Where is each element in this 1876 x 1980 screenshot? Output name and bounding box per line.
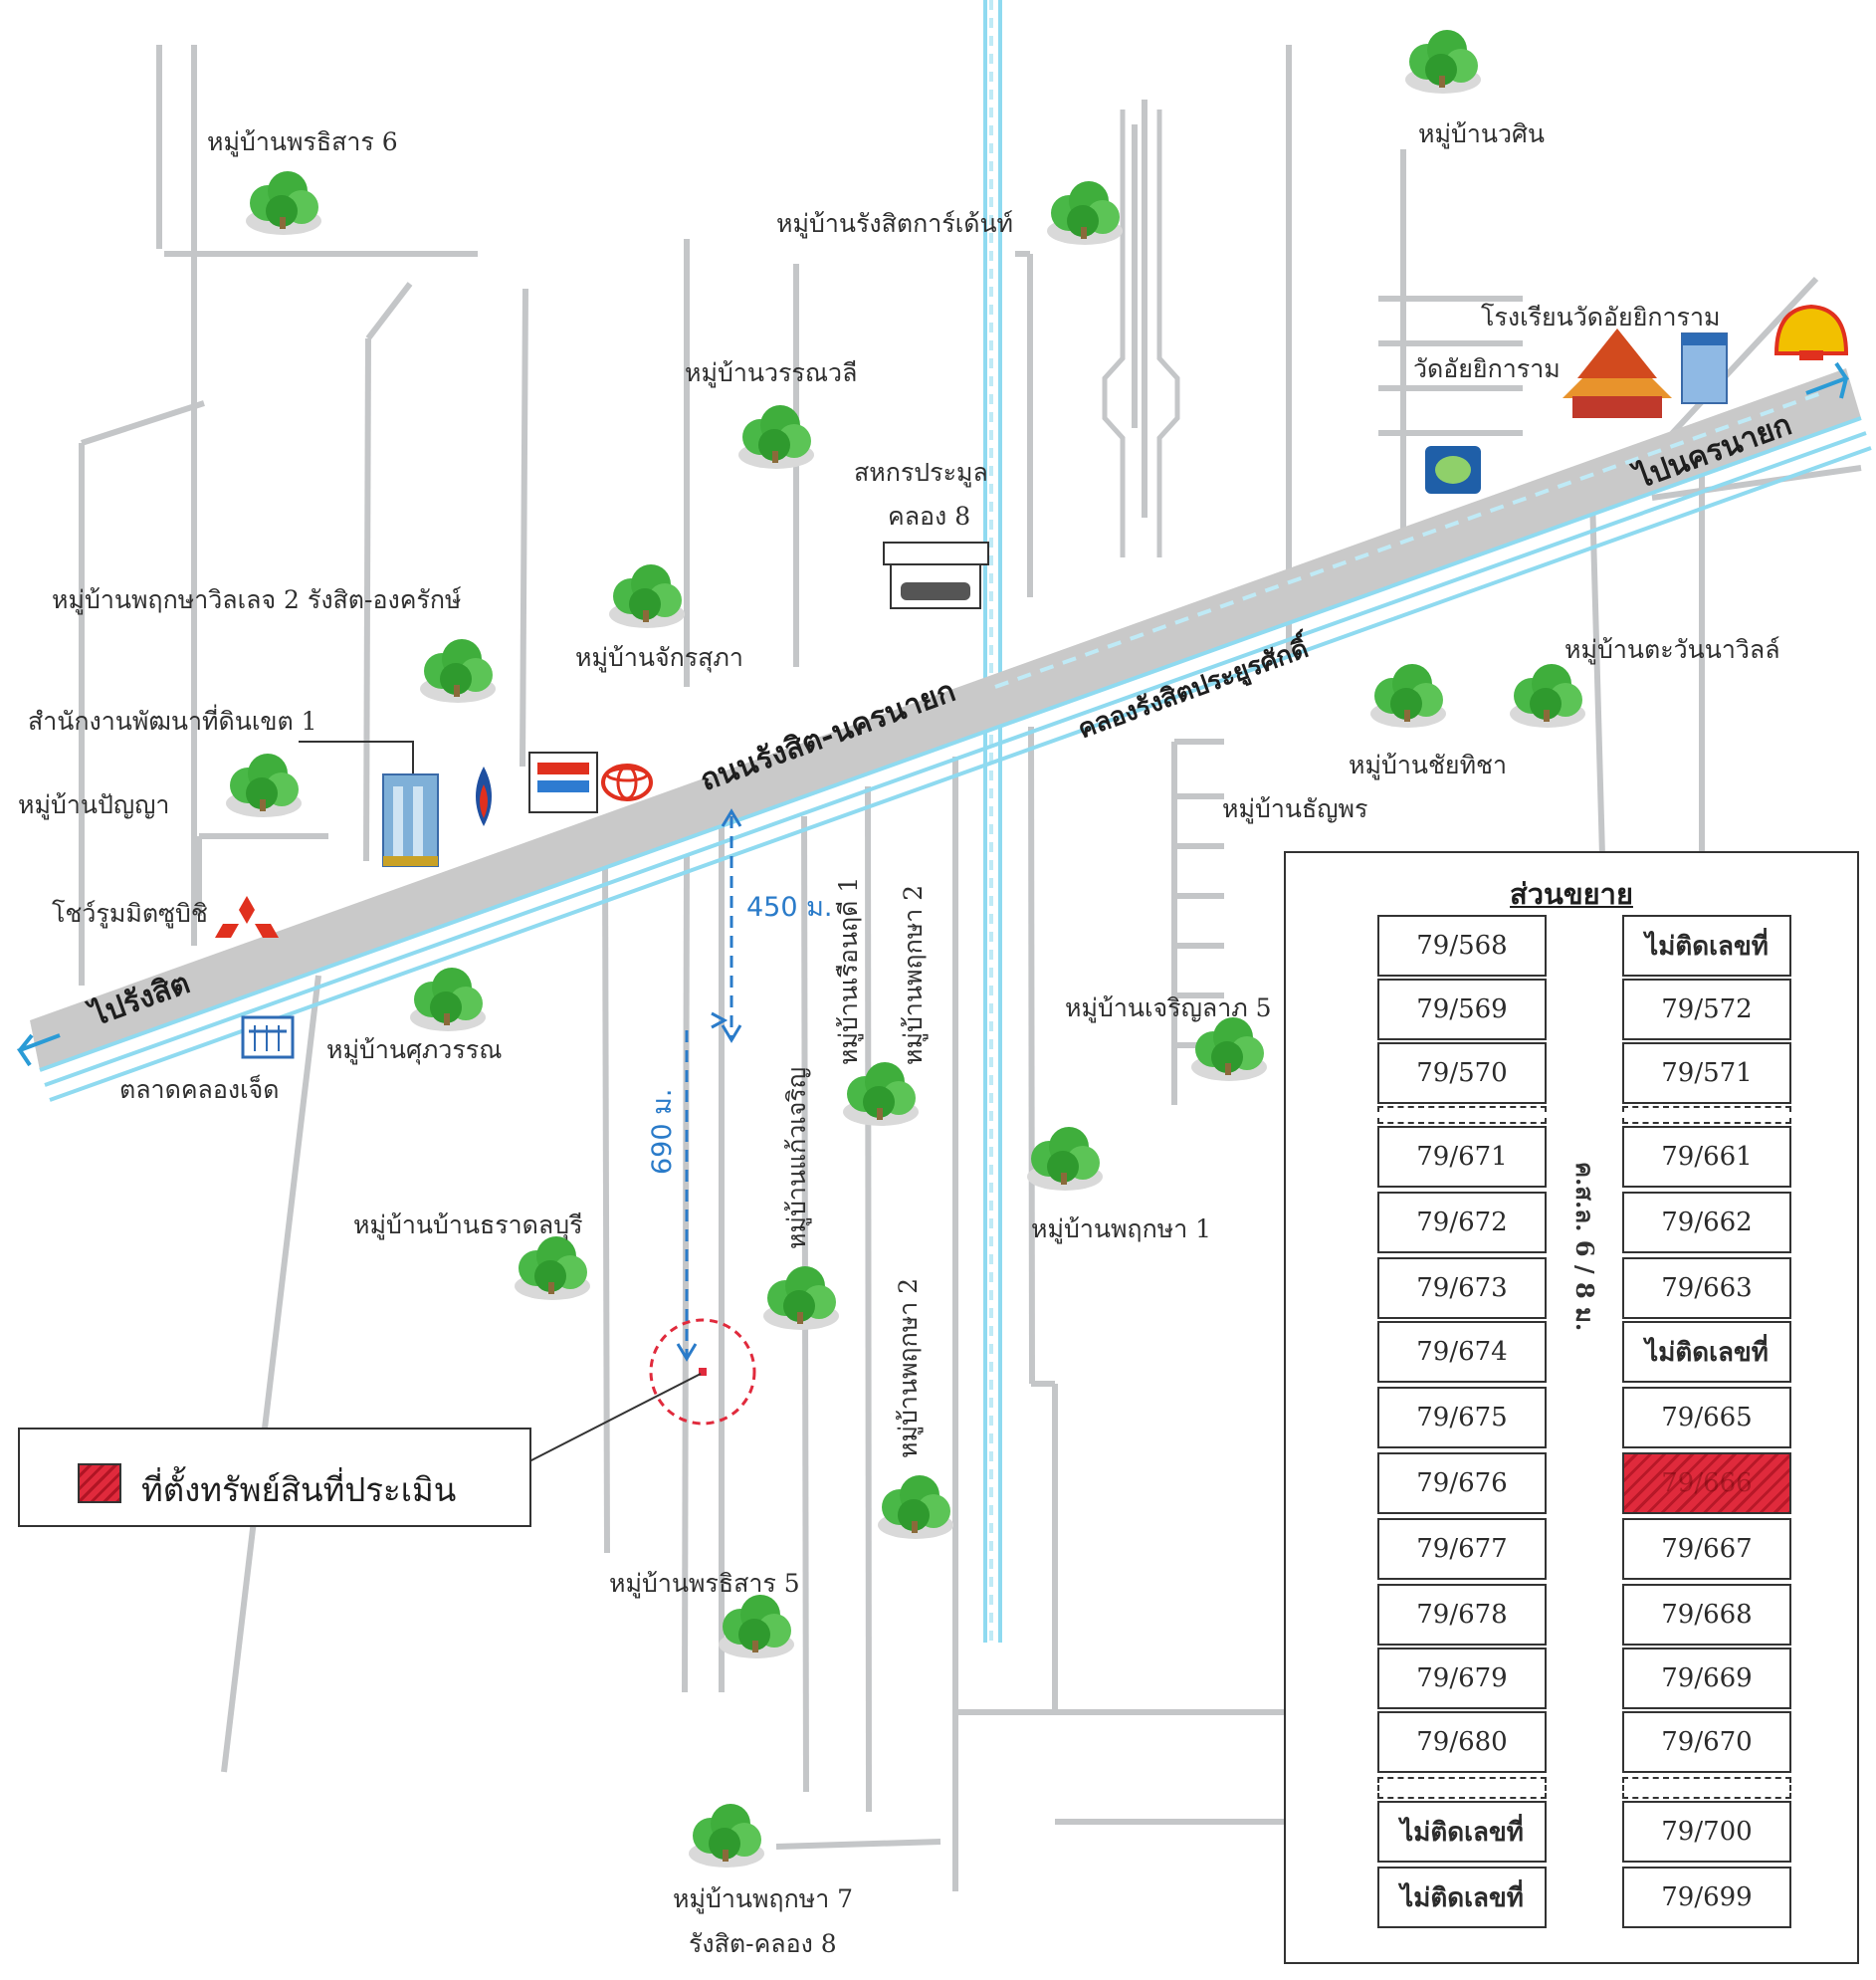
lot-cell: 79/572: [1622, 979, 1791, 1040]
label-land-office: สำนักงานพัฒนาที่ดินเขต 1: [28, 707, 317, 736]
arrow-to-nakhonnayok: [1805, 361, 1850, 399]
side-roads: [79, 45, 1862, 1891]
label-phonsiri-6: หมู่บ้านพรธิสาร 6: [207, 127, 398, 156]
lot-cell: 79/699: [1622, 1867, 1791, 1928]
lot-cell: 79/665: [1622, 1387, 1791, 1448]
lot-cell: 79/669: [1622, 1648, 1791, 1709]
lot-cell: [1377, 1106, 1547, 1124]
distance-lines: [685, 816, 733, 1359]
tesco-lotus-logo: [528, 752, 598, 813]
lot-cell: 79/662: [1622, 1192, 1791, 1253]
label-cooperative-khlong8: คลอง 8: [888, 502, 971, 531]
lot-cell: ไม่ติดเลขที่: [1622, 915, 1791, 977]
lot-cell: 79/674: [1377, 1321, 1547, 1383]
label-market: ตลาดคลองเจ็ด: [119, 1075, 280, 1104]
inset-road-label: ค.ส.ล. 6 / 8 ม.: [1570, 1162, 1599, 1332]
label-chaitida: หมู่บ้านชัยทิชา: [1349, 751, 1508, 779]
label-cooperative: สหกรประมูล: [854, 458, 988, 487]
temple-icon: [1563, 329, 1672, 418]
lot-cell: ไม่ติดเลขที่: [1377, 1867, 1547, 1928]
lot-cell: 79/570: [1377, 1042, 1547, 1104]
label-temple: วัดอัยยิการาม: [1413, 354, 1561, 383]
lot-cell: 79/667: [1622, 1518, 1791, 1580]
label-panya: หมู่บ้านปัญญา: [18, 790, 170, 819]
label-phonsiri-5: หมู่บ้านพรธิสาร 5: [609, 1569, 800, 1598]
label-ruenrudee: หมู่บ้านเรือนฤดี 1: [834, 876, 863, 1065]
mitsubishi-logo: [215, 896, 279, 938]
label-suphawan: หมู่บ้านศุภวรรณ: [326, 1035, 503, 1064]
label-pruksa-2-bottom: หมู่บ้านพฤกษา 2: [894, 1277, 923, 1458]
lot-cell: [1377, 1777, 1547, 1799]
label-kaew-charoen: หมู่บ้านแก้วเจริญ: [782, 1066, 811, 1249]
label-wannasi: หมู่บ้านวรรณวลี: [685, 358, 858, 387]
lot-cell: 79/668: [1622, 1584, 1791, 1646]
lot-cell: 79/700: [1622, 1801, 1791, 1863]
lot-cell: 79/568: [1377, 915, 1547, 977]
lot-cell: 79/678: [1377, 1584, 1547, 1646]
label-thanyaporn: หมู่บ้านธัญพร: [1222, 794, 1368, 823]
subject-swatch: [78, 1463, 121, 1503]
map-legend: ที่ตั้งทรัพย์สินที่ประเมิน: [18, 1428, 531, 1527]
label-showroom: โชว์รูมมิตซูบิชิ: [52, 899, 208, 928]
ptt-logo: [476, 767, 492, 826]
lot-cell: 79/571: [1622, 1042, 1791, 1104]
label-warin: หมู่บ้านวศิน: [1418, 119, 1545, 148]
lot-cell: 79/672: [1377, 1192, 1547, 1253]
lot-cell: 79/675: [1377, 1387, 1547, 1448]
legend-label: ที่ตั้งทรัพย์สินที่ประเมิน: [141, 1470, 457, 1509]
label-pruksa-1: หมู่บ้านพฤกษา 1: [1031, 1214, 1212, 1243]
label-pruksa-7-rangsit: รังสิต-คลอง 8: [689, 1929, 837, 1958]
lot-cell: 79/673: [1377, 1257, 1547, 1319]
arrow-to-rangsit: [16, 1033, 61, 1067]
school-icon: [1681, 332, 1728, 404]
label-chakrasupha: หมู่บ้านจักรสุภา: [575, 643, 743, 672]
subject-lot: 79/666: [1622, 1452, 1791, 1514]
lot-cell: 79/670: [1622, 1711, 1791, 1773]
label-ratchaburi: หมู่บ้านบ้านธราดลบุรี: [353, 1210, 583, 1239]
lot-cell: ไม่ติดเลขที่: [1622, 1321, 1791, 1383]
lot-cell: ไม่ติดเลขที่: [1377, 1801, 1547, 1863]
lot-cell: 79/680: [1377, 1711, 1547, 1773]
label-pattanavill: หมู่บ้านตะวันนาวิลล์: [1564, 635, 1780, 664]
lot-cell: 79/671: [1377, 1126, 1547, 1188]
bangchak-logo: [1425, 446, 1481, 494]
lot-cell: 79/661: [1622, 1126, 1791, 1188]
lot-cell: [1622, 1106, 1791, 1124]
lot-cell: 79/677: [1377, 1518, 1547, 1580]
main-canal: [39, 391, 1872, 1102]
label-school: โรงเรียนวัดอัยยิการาม: [1481, 303, 1721, 331]
lot-cell: 79/679: [1377, 1648, 1547, 1709]
vertical-canal: [983, 0, 1002, 1643]
lot-cell: 79/569: [1377, 979, 1547, 1040]
label-distance-450: 450 ม.: [746, 892, 833, 923]
label-pruksa-2-top: หมู่บ้านพฤกษา 2: [899, 884, 928, 1065]
label-charoenlap-5: หมู่บ้านเจริญลาภ 5: [1065, 993, 1272, 1022]
car-showroom-icon: [883, 542, 989, 609]
toyota-logo: [601, 764, 653, 801]
basket-icon: [241, 1015, 295, 1059]
inset-title: ส่วนขยาย: [1510, 877, 1633, 911]
label-distance-690: 690 ม.: [647, 1088, 678, 1176]
subject-location-circle: [649, 1318, 756, 1426]
office-building-icon: [382, 773, 439, 867]
label-rangsit-garden: หมู่บ้านรังสิตการ์เด้นท์: [776, 209, 1014, 238]
label-pruksa-village-2: หมู่บ้านพฤกษาวิลเลจ 2 รังสิต-องครักษ์: [52, 585, 462, 614]
shell-logo: [1773, 304, 1849, 360]
lot-cell: 79/663: [1622, 1257, 1791, 1319]
lot-cell: 79/676: [1377, 1452, 1547, 1514]
label-pruksa-7: หมู่บ้านพฤกษา 7: [673, 1884, 854, 1913]
lot-cell: [1622, 1777, 1791, 1799]
